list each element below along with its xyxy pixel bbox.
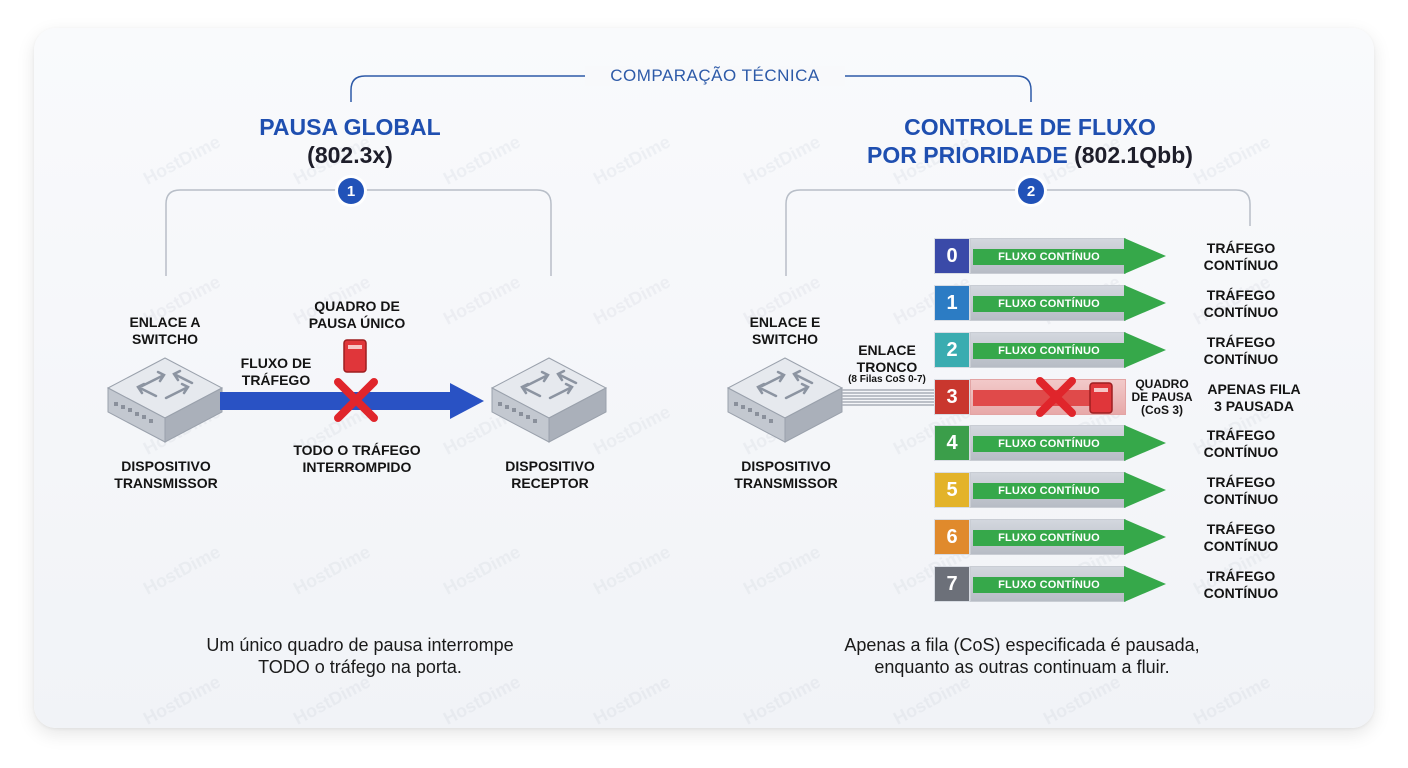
queue-flow-bar: FLUXO CONTÍNUO bbox=[970, 238, 1126, 274]
queue-flow-bar: FLUXO CONTÍNUO bbox=[970, 519, 1126, 555]
right-transmitter-label: DISPOSITIVO TRANSMISSOR bbox=[734, 458, 838, 491]
queue-number: 7 bbox=[934, 566, 970, 602]
queue-flow-label: FLUXO CONTÍNUO bbox=[998, 345, 1100, 357]
left-transmitter-label: DISPOSITIVO TRANSMISSOR bbox=[114, 458, 218, 491]
pause-frame-icon bbox=[343, 339, 367, 373]
trunk-link-sublabel: (8 Filas CoS 0-7) bbox=[848, 374, 926, 385]
stop-x-icon bbox=[334, 378, 378, 422]
left-title-standard: (802.3x) bbox=[307, 142, 393, 168]
queue-number: 6 bbox=[934, 519, 970, 555]
right-title: CONTROLE DE FLUXO POR PRIORIDADE (802.1Q… bbox=[820, 113, 1240, 169]
queue-flow-bar: FLUXO CONTÍNUO bbox=[970, 425, 1126, 461]
pfc-pause-frame-icon bbox=[1089, 382, 1113, 414]
queue-flow-label: FLUXO CONTÍNUO bbox=[998, 485, 1100, 497]
right-caption: Apenas a fila (CoS) especificada é pausa… bbox=[844, 635, 1200, 677]
queue-flow-label: FLUXO CONTÍNUO bbox=[998, 298, 1100, 310]
right-title-blue: POR PRIORIDADE bbox=[867, 142, 1068, 168]
queue-flow-label: FLUXO CONTÍNUO bbox=[998, 579, 1100, 591]
queue-status-label: TRÁFEGO CONTÍNUO bbox=[1203, 521, 1279, 554]
left-title: PAUSA GLOBAL (802.3x) bbox=[200, 113, 500, 169]
comparison-card bbox=[34, 28, 1374, 728]
queue-row: 6 FLUXO CONTÍNUO bbox=[934, 519, 1126, 555]
single-pause-frame-label: QUADRO DE PAUSA ÚNICO bbox=[308, 298, 406, 331]
queue-row: 0 FLUXO CONTÍNUO bbox=[934, 238, 1126, 274]
trunk-link-cable bbox=[842, 389, 936, 406]
all-traffic-stopped-label: TODO O TRÁFEGO INTERROMPIDO bbox=[293, 442, 421, 475]
queue-flow-bar: FLUXO CONTÍNUO bbox=[970, 332, 1126, 368]
queue-row: 2 FLUXO CONTÍNUO bbox=[934, 332, 1126, 368]
pfc-transmitter-switch-icon bbox=[726, 357, 844, 443]
traffic-flow-arrow-icon bbox=[220, 383, 484, 419]
section-kicker: COMPARAÇÃO TÉCNICA bbox=[585, 66, 845, 86]
queue-flow-label: FLUXO CONTÍNUO bbox=[998, 438, 1100, 450]
right-title-standard: (802.1Qbb) bbox=[1067, 142, 1193, 168]
receiver-label: DISPOSITIVO RECEPTOR bbox=[505, 458, 595, 491]
queue-flow-bar: FLUXO CONTÍNUO bbox=[970, 472, 1126, 508]
left-title-main: PAUSA GLOBAL bbox=[259, 114, 441, 140]
queue-flow-label: FLUXO CONTÍNUO bbox=[998, 532, 1100, 544]
pfc-pause-frame-label: QUADRO DE PAUSA (CoS 3) bbox=[1131, 377, 1193, 417]
queue-flow-label: FLUXO CONTÍNUO bbox=[998, 251, 1100, 263]
queue-row: 5 FLUXO CONTÍNUO bbox=[934, 472, 1126, 508]
queue-flow-bar: FLUXO CONTÍNUO bbox=[970, 285, 1126, 321]
queue-number: 5 bbox=[934, 472, 970, 508]
queue-status-label: TRÁFEGO CONTÍNUO bbox=[1203, 334, 1279, 367]
left-caption: Um único quadro de pausa interrompe TODO… bbox=[206, 635, 514, 677]
left-switch-label: ENLACE A SWITCHO bbox=[129, 314, 201, 347]
queue-arrowheads bbox=[1124, 238, 1166, 602]
trunk-link-label: ENLACE TRONCO bbox=[856, 342, 918, 375]
queue-number: 4 bbox=[934, 425, 970, 461]
queue-flow-bar: FLUXO CONTÍNUO bbox=[970, 566, 1126, 602]
queue-row: 1 FLUXO CONTÍNUO bbox=[934, 285, 1126, 321]
queue-number: 1 bbox=[934, 285, 970, 321]
right-step-badge: 2 bbox=[1018, 178, 1044, 204]
transmitter-switch-icon bbox=[106, 357, 224, 443]
queue-status-label: TRÁFEGO CONTÍNUO bbox=[1203, 240, 1279, 273]
queue-status-label: TRÁFEGO CONTÍNUO bbox=[1203, 568, 1279, 601]
queue-row: 4 FLUXO CONTÍNUO bbox=[934, 425, 1126, 461]
queue3-paused-label: APENAS FILA 3 PAUSADA bbox=[1207, 381, 1301, 414]
queue-row: 7 FLUXO CONTÍNUO bbox=[934, 566, 1126, 602]
traffic-flow-label: FLUXO DE TRÁFEGO bbox=[240, 355, 312, 388]
queue-number: 3 bbox=[934, 379, 970, 415]
queue3-stop-x-icon bbox=[1036, 377, 1076, 417]
receiver-switch-icon bbox=[490, 357, 608, 443]
right-switch-label: ENLACE E SWITCHO bbox=[749, 314, 821, 347]
right-title-main: CONTROLE DE FLUXO bbox=[904, 114, 1156, 140]
queue-number: 2 bbox=[934, 332, 970, 368]
queue-status-label: TRÁFEGO CONTÍNUO bbox=[1203, 474, 1279, 507]
queue-status-label: TRÁFEGO CONTÍNUO bbox=[1203, 287, 1279, 320]
queue-number: 0 bbox=[934, 238, 970, 274]
left-step-badge: 1 bbox=[338, 178, 364, 204]
queue-status-label: TRÁFEGO CONTÍNUO bbox=[1203, 427, 1279, 460]
